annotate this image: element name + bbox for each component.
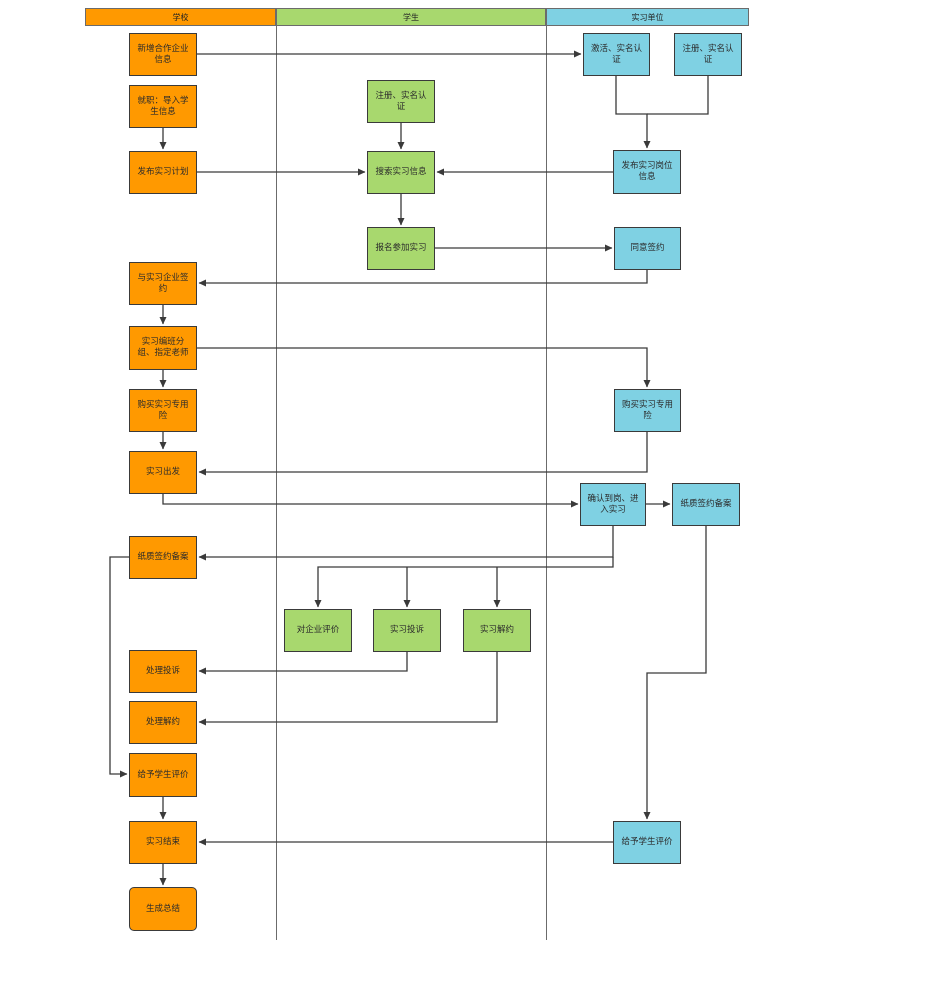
edge-depart-to-confirm — [162, 494, 579, 508]
lane-header-company: 实习单位 — [546, 8, 749, 26]
node-school-handle-complaint: 处理投诉 — [129, 650, 197, 693]
node-student-search: 搜索实习信息 — [367, 151, 435, 194]
node-company-evaluate-student: 给予学生评价 — [613, 821, 681, 864]
edge-company-insurance-to-depart — [198, 432, 648, 476]
node-school-sign-company: 与实习企业签约 — [129, 262, 197, 305]
node-school-paper-contract: 纸质签约备案 — [129, 536, 197, 579]
node-company-paper-contract: 纸质签约备案 — [672, 483, 740, 526]
node-student-apply: 报名参加实习 — [367, 227, 435, 270]
edge-company-paper-to-evaluate — [643, 526, 707, 820]
node-student-register: 注册、实名认证 — [367, 80, 435, 123]
node-company-publish-post: 发布实习岗位信息 — [613, 150, 681, 194]
node-school-depart: 实习出发 — [129, 451, 197, 494]
edge-confirm-to-student-branches — [314, 557, 614, 608]
edge-school-paper-to-evaluate — [109, 556, 129, 778]
node-company-activate: 激活、实名认证 — [583, 33, 650, 76]
node-school-class-grouping: 实习编班分组、指定老师 — [129, 326, 197, 370]
edge-agree-to-sign — [198, 270, 648, 287]
lane-divider-school-student — [276, 26, 277, 940]
edge-confirm-to-school-paper — [198, 526, 614, 561]
node-school-summary: 生成总结 — [129, 887, 197, 931]
node-school-internship-end: 实习结束 — [129, 821, 197, 864]
edge-activate-to-publish-post — [615, 76, 651, 149]
node-company-confirm-arrival: 确认到岗、进入实习 — [580, 483, 646, 526]
node-school-import-students: 就职：导入学生信息 — [129, 85, 197, 128]
node-school-handle-termination: 处理解约 — [129, 701, 197, 744]
node-school-evaluate-student: 给予学生评价 — [129, 753, 197, 797]
node-student-rate-company: 对企业评价 — [284, 609, 352, 652]
node-school-add-partner: 新增合作企业信息 — [129, 33, 197, 76]
node-school-buy-insurance: 购买实习专用险 — [129, 389, 197, 432]
lane-header-school: 学校 — [85, 8, 276, 26]
lane-divider-student-company — [546, 26, 547, 940]
node-school-publish-plan: 发布实习计划 — [129, 151, 197, 194]
edge-termination-to-handle — [198, 652, 498, 726]
edge-complaint-to-handle — [198, 652, 408, 675]
edge-register-to-publish-post — [647, 76, 709, 115]
node-student-complaint: 实习投诉 — [373, 609, 441, 652]
node-company-buy-insurance: 购买实习专用险 — [614, 389, 681, 432]
node-company-register: 注册、实名认证 — [674, 33, 742, 76]
node-student-termination: 实习解约 — [463, 609, 531, 652]
lane-header-student: 学生 — [276, 8, 546, 26]
edge-grouping-to-company-insurance — [197, 347, 651, 388]
node-company-agree-sign: 同意签约 — [614, 227, 681, 270]
